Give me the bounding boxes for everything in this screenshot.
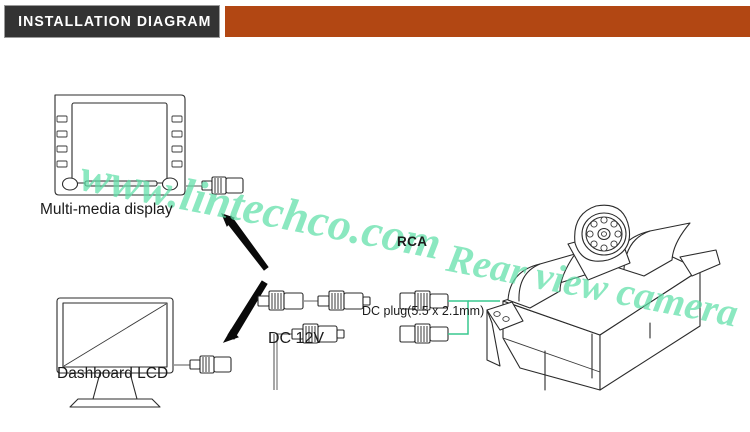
rear-view-camera bbox=[486, 204, 721, 391]
wire-dc-input bbox=[276, 333, 292, 390]
label-multimedia-display: Multi-media display bbox=[40, 201, 173, 218]
dc-plug-left bbox=[291, 323, 345, 344]
connector-dashboard-lcd bbox=[189, 355, 232, 374]
wire-camera-harness bbox=[448, 300, 469, 335]
header-bar: INSTALLATION DIAGRAM bbox=[0, 5, 750, 38]
connector-multimedia-display bbox=[201, 176, 244, 195]
diagram-canvas: .ln{fill:none;stroke:#2b2b2b;stroke-widt… bbox=[0, 38, 750, 432]
header-title-block: INSTALLATION DIAGRAM bbox=[4, 5, 220, 38]
dc-plug-right bbox=[399, 323, 449, 344]
arrow-to-multimedia-display bbox=[221, 213, 269, 271]
label-dc-plug: DC plug(5.5 x 2.1mm) bbox=[362, 304, 485, 318]
label-rca: RCA bbox=[397, 234, 428, 249]
arrow-to-dashboard-lcd bbox=[222, 280, 268, 343]
header-accent-bar bbox=[225, 6, 750, 37]
dashboard-lcd bbox=[56, 297, 174, 408]
multimedia-display bbox=[54, 94, 186, 196]
label-dc-12v: DC 12V bbox=[268, 330, 325, 347]
page-title: INSTALLATION DIAGRAM bbox=[18, 13, 212, 30]
rca-connector-camera-side bbox=[399, 290, 449, 311]
rca-video-cable-left bbox=[257, 290, 304, 311]
label-dashboard-lcd: Dashboard LCD bbox=[57, 365, 169, 382]
rca-video-cable-right bbox=[317, 290, 371, 311]
